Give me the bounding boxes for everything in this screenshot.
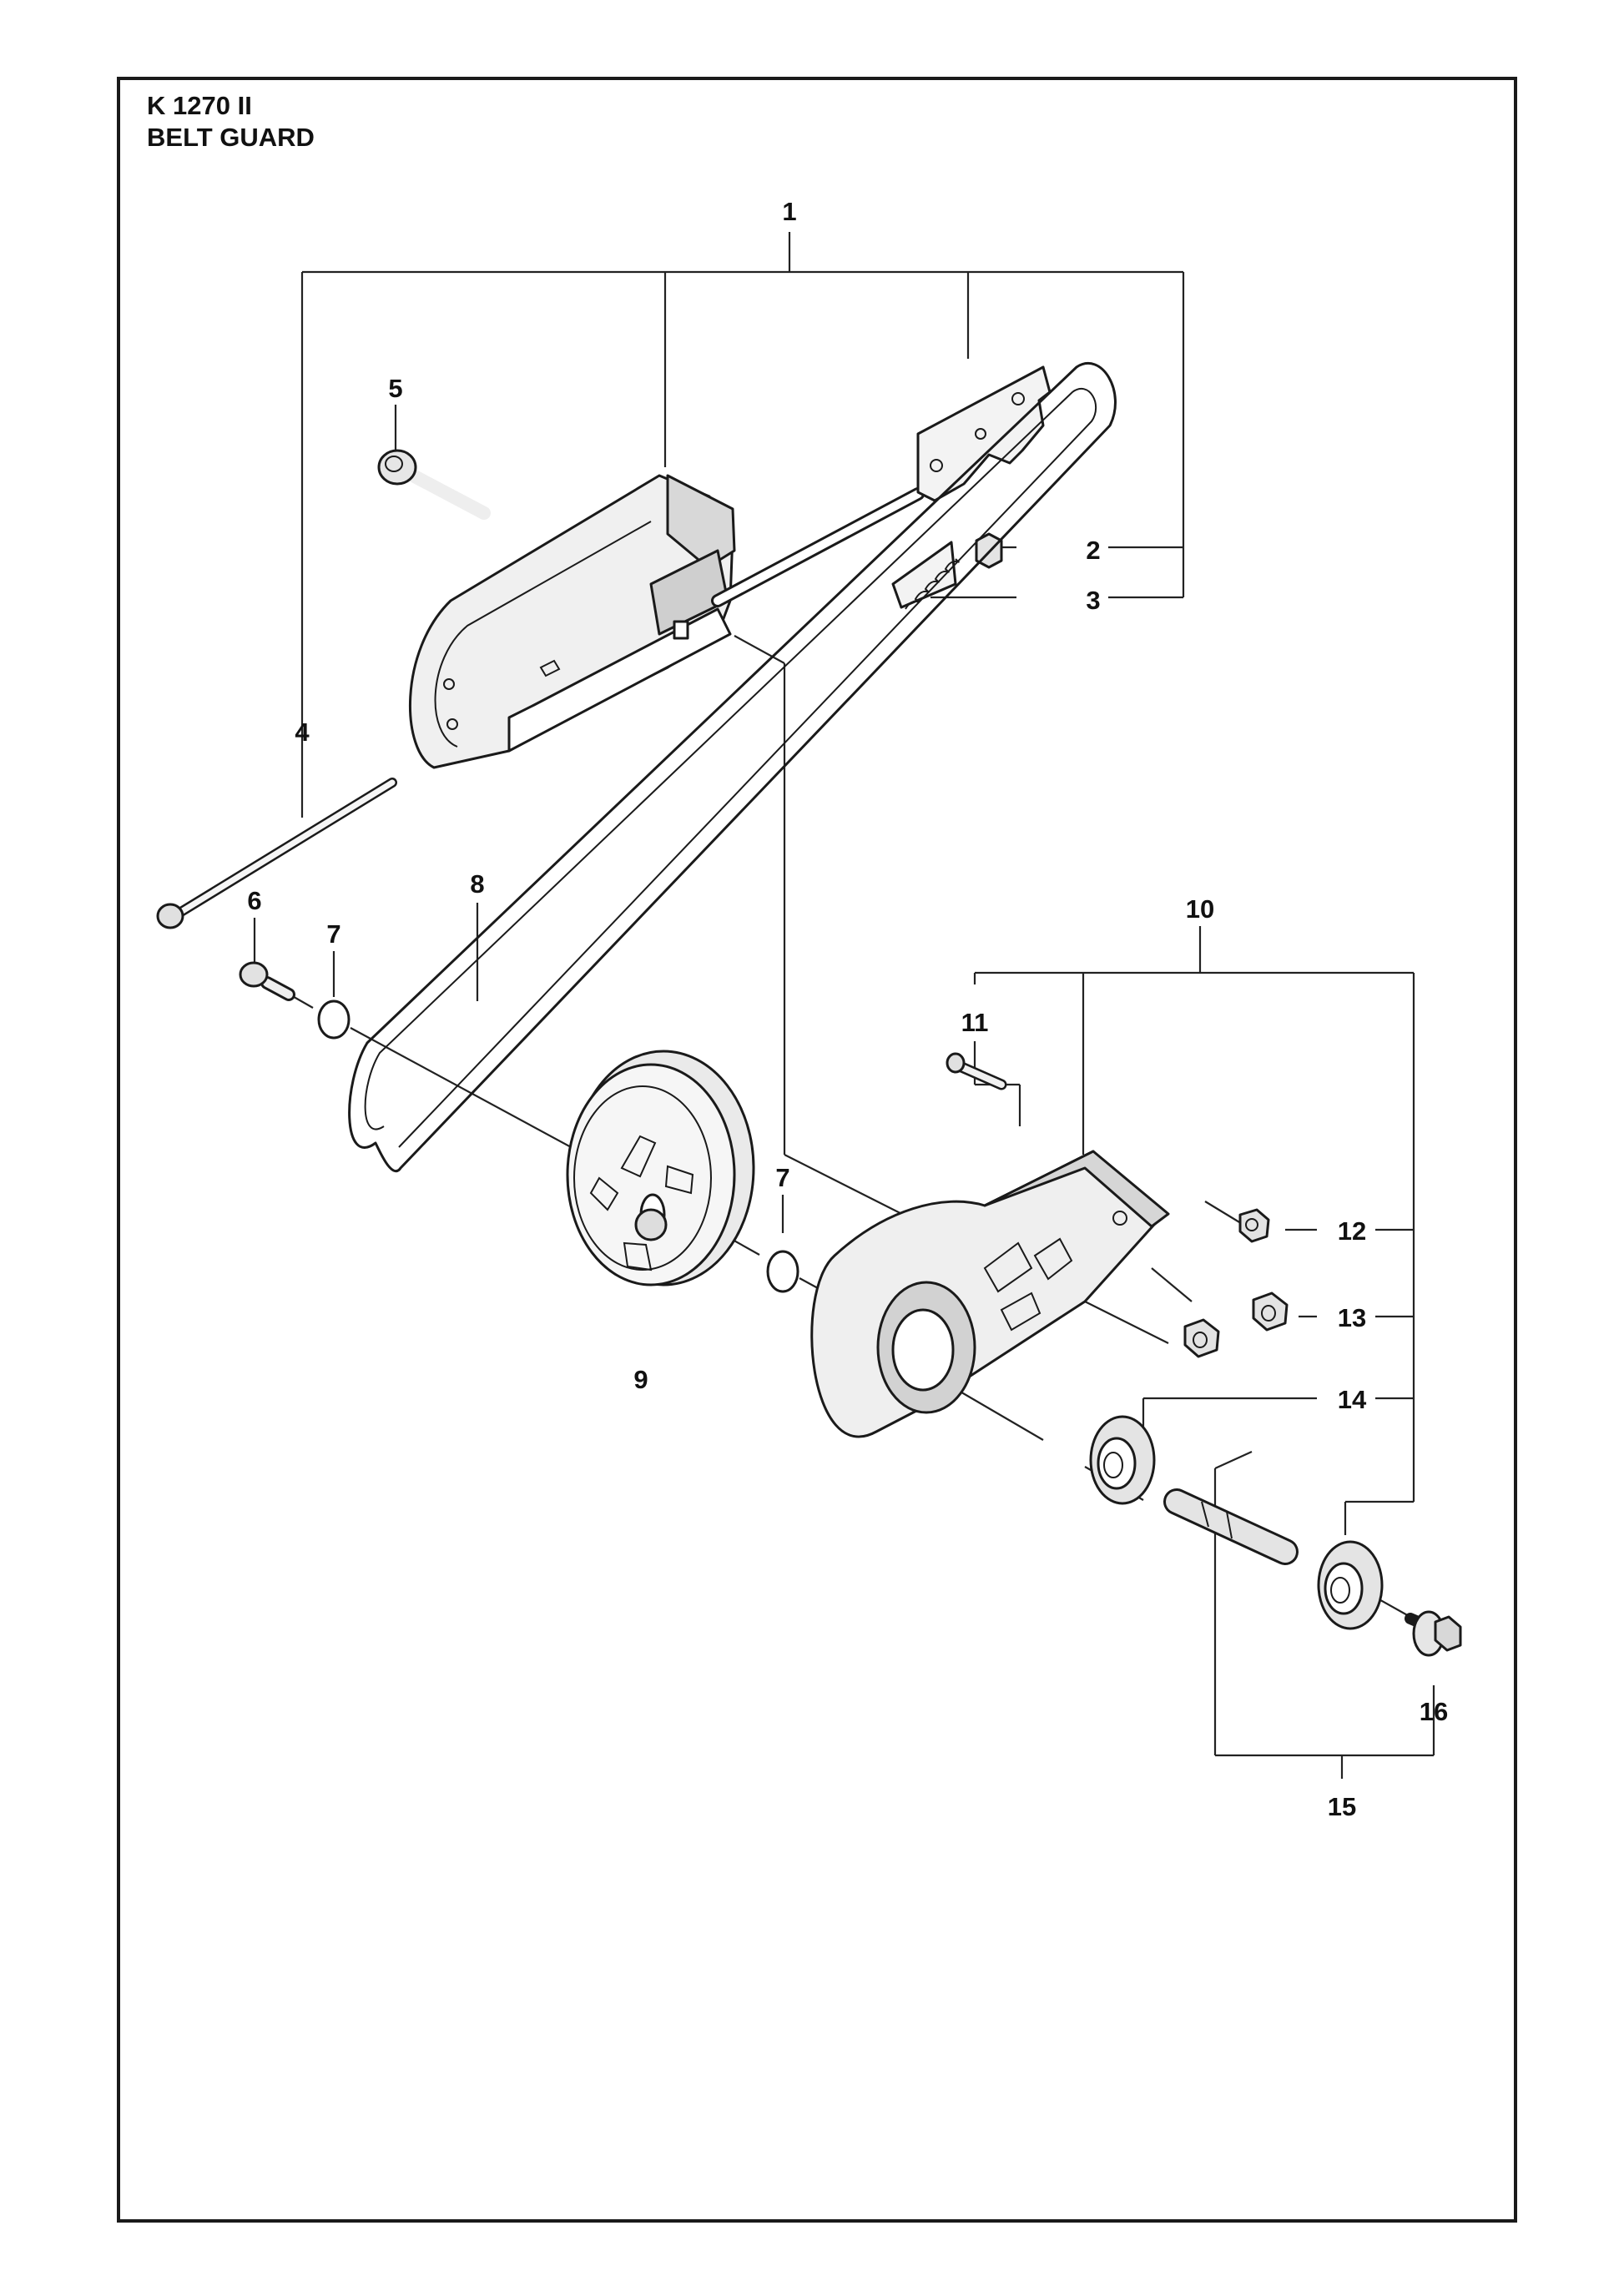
bolt-16 [1405, 1610, 1462, 1657]
spring-3 [905, 558, 960, 610]
bolt-6 [239, 961, 295, 1001]
callout-12: 12 [1338, 1216, 1366, 1246]
leader-lines [253, 232, 1435, 1779]
bolt-5 [377, 449, 491, 520]
callout-7-left: 7 [326, 919, 340, 949]
nut-13 [1252, 1292, 1289, 1332]
bearing-14b [1317, 1540, 1384, 1630]
washer-7-left [317, 999, 351, 1040]
shaft-15 [1163, 1488, 1299, 1565]
belt-guard-cover [408, 474, 736, 769]
drawing-frame [117, 77, 1517, 2223]
callout-11: 11 [961, 1008, 989, 1037]
callout-9: 9 [633, 1365, 648, 1394]
callout-14: 14 [1338, 1385, 1367, 1414]
guard-rail [711, 487, 925, 607]
drive-belt [348, 361, 1117, 1172]
callout-3: 3 [1086, 586, 1100, 615]
bearing-14 [1089, 1415, 1156, 1505]
callout-8: 8 [470, 869, 484, 899]
callout-5: 5 [388, 374, 402, 403]
washer-7-mid [766, 1250, 799, 1293]
nut-13b [1183, 1318, 1220, 1358]
callout-10: 10 [1186, 894, 1214, 924]
callout-16: 16 [1420, 1697, 1448, 1726]
tension-bracket-plate [891, 365, 1052, 609]
callout-15: 15 [1328, 1792, 1356, 1821]
callout-2: 2 [1086, 536, 1100, 565]
pulley-9 [566, 1050, 755, 1286]
model-name: K 1270 II [147, 91, 252, 120]
callout-13: 13 [1338, 1303, 1366, 1332]
diagram-title: K 1270 II BELT GUARD [147, 90, 315, 154]
callout-1: 1 [782, 197, 796, 226]
callout-7-mid: 7 [775, 1163, 789, 1192]
nut-12 [1238, 1208, 1270, 1243]
callout-6: 6 [247, 886, 261, 915]
section-name: BELT GUARD [147, 123, 315, 152]
long-bolt-4 [156, 778, 397, 929]
screw-11 [946, 1052, 1007, 1090]
drive-arm-10 [810, 1150, 1170, 1438]
callout-4: 4 [295, 718, 310, 747]
callout-labels: 1 2 3 4 5 6 7 7 8 9 10 11 12 13 14 15 16 [247, 197, 1448, 1821]
